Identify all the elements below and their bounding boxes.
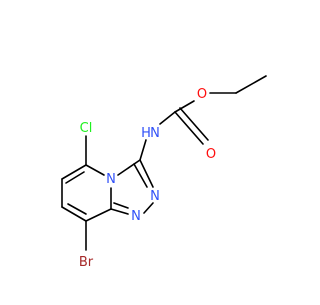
bond-n1-c8a-a [110, 208, 129, 215]
atom-nitrogen-ring-2: N [150, 189, 160, 204]
bond-c5-c6-b [65, 171, 85, 184]
atom-nitrogen-bridge: N [106, 172, 116, 187]
bond-c-n [159, 111, 176, 125]
molecule-canvas: O O H N Cl N N N Br [61, 75, 267, 270]
bond-c3-n2-b [133, 163, 148, 188]
bond-c3-n2-a [139, 159, 154, 188]
bond-c3-n4 [117, 159, 141, 176]
bond-c-o-double-2 [179, 107, 209, 141]
atom-labels: O O H N Cl N N N Br [79, 87, 216, 270]
bond-n1-c8a-b [113, 202, 129, 209]
bond-c-o-double-1 [174, 111, 204, 145]
bond-c8-c8a [85, 208, 112, 222]
bond-c5-c6-a [61, 164, 87, 180]
bond-c7-c8-b [67, 203, 87, 215]
atom-nitrogen-h: H [141, 126, 151, 141]
bond-n2-n1 [143, 202, 154, 214]
bonds [61, 75, 267, 251]
atom-oxygen-carbonyl: O [206, 147, 216, 162]
bond-n4-c5 [85, 164, 105, 176]
atom-bromine: Br [79, 255, 94, 270]
bond-n-c3 [139, 139, 147, 161]
atom-nitrogen-ring-1: N [131, 209, 141, 224]
bond-o-c [174, 100, 195, 113]
atom-nitrogen-n: N [150, 126, 160, 141]
atom-oxygen-ether: O [197, 87, 207, 102]
bond-c7-c8-a [61, 206, 87, 222]
atom-chlorine: Cl [80, 121, 93, 136]
bond-ch3-ch2 [235, 75, 267, 94]
structure-diagram: O O H N Cl N N N Br [61, 75, 267, 270]
